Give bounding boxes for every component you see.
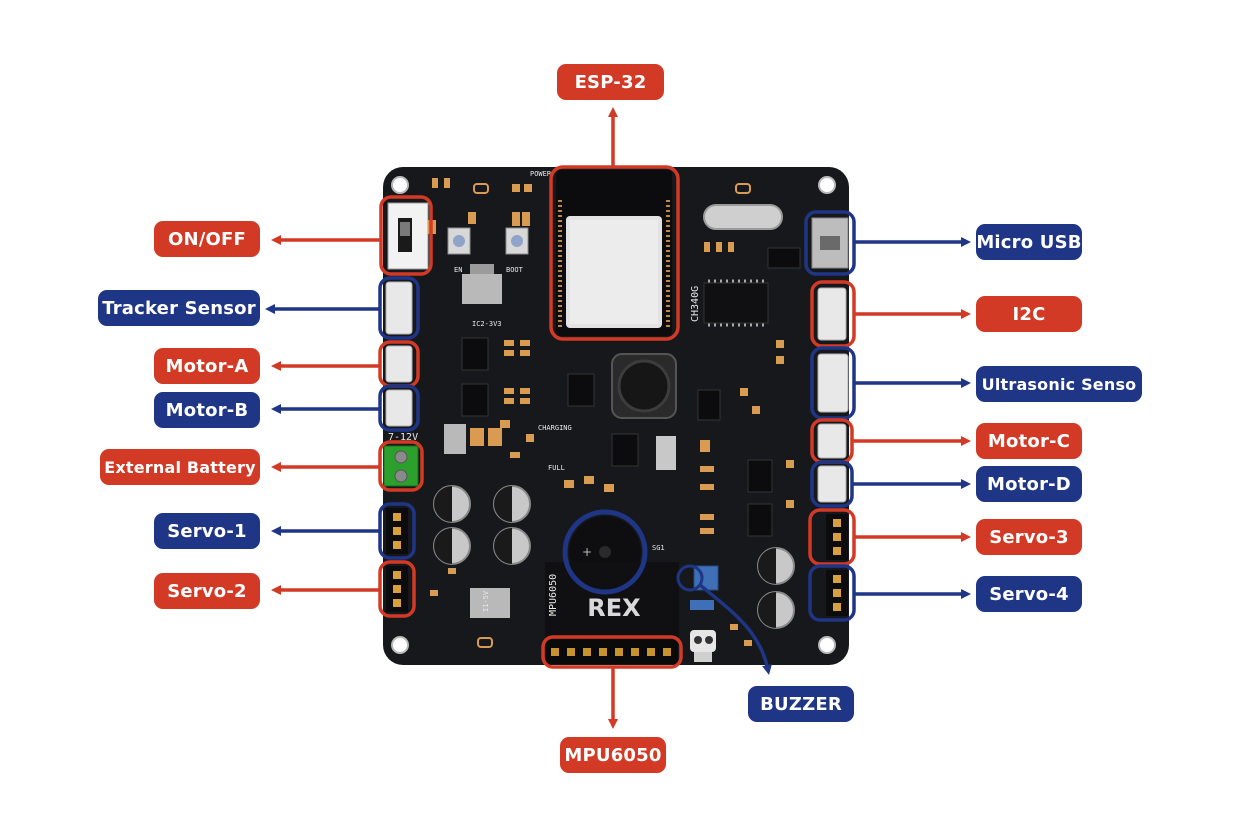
servo-4-header (826, 570, 848, 616)
servo-3-header (826, 514, 848, 560)
motor-c-label: Motor-C (976, 423, 1082, 459)
reg5v-label: I1-5V (482, 590, 490, 612)
servo-3-label: Servo-3 (976, 519, 1082, 555)
motor-d-label: Motor-D (976, 466, 1082, 502)
en-label: EN (454, 266, 462, 274)
micro-usb-port (820, 236, 840, 250)
tracker-connector (385, 281, 413, 335)
i2c-connector (817, 287, 847, 341)
on-off-label: ON/OFF (154, 221, 260, 257)
buzzer-label: BUZZER (748, 686, 854, 722)
robot-mascot-icon (690, 630, 716, 662)
mpu-pin-header (546, 640, 678, 664)
imu-label: MPU6050 (548, 574, 559, 616)
ultrasonic-connector (817, 353, 849, 413)
mount-hole (391, 176, 409, 194)
servo-1-header (386, 508, 408, 554)
buzzer-highlight (562, 509, 648, 595)
ic-chip (567, 373, 595, 407)
rex-logo: REX (587, 594, 641, 622)
ic-chip (767, 247, 801, 269)
battery-terminal (383, 445, 419, 487)
board-slot (735, 183, 751, 194)
motor-b-connector (385, 389, 413, 427)
capacitors (433, 485, 795, 629)
mount-hole (818, 636, 836, 654)
ic-chip (611, 433, 639, 467)
chip-label: CH340G (690, 286, 701, 322)
servo-2-header (386, 566, 408, 612)
sg1-label: SG1 (652, 544, 665, 552)
regulator-tab (470, 264, 494, 274)
mpu6050-module: REX MPU6050 (545, 562, 679, 646)
ic-chip (697, 389, 721, 421)
ic-chip (461, 337, 489, 371)
ultrasonic-label: Ultrasonic Senso (976, 366, 1142, 402)
regulator (444, 424, 466, 454)
power-switch (387, 202, 429, 270)
power-label: POWER (530, 170, 552, 178)
reg-label: IC2-3V3 (472, 320, 502, 328)
ic-chip (747, 459, 773, 493)
servo-1-label: Servo-1 (154, 513, 260, 549)
ic-chip (747, 503, 773, 537)
svg-text:+: + (582, 545, 592, 559)
esp32-label: ESP-32 (557, 64, 664, 100)
buzzer-arrow (698, 583, 772, 675)
regulator (462, 274, 502, 304)
en-button (447, 227, 471, 255)
boot-button (505, 227, 529, 255)
buzzer-small-highlight (676, 564, 704, 592)
voltage-label: 7-12V (388, 432, 418, 443)
motor-a-connector (385, 345, 413, 383)
esp32-module (556, 170, 672, 336)
inductor (611, 353, 677, 419)
ic-chip (461, 383, 489, 417)
crystal (703, 204, 783, 230)
motor-b-label: Motor-B (154, 392, 260, 428)
on-off-highlight (379, 195, 433, 276)
motor-d-connector (817, 465, 847, 503)
usb-serial-chip: CH340G (690, 279, 769, 327)
micro-usb-label: Micro USB (976, 224, 1082, 260)
regulator (470, 588, 510, 618)
tracker-sensor-label: Tracker Sensor (98, 290, 260, 326)
i2c-label: I2C (976, 296, 1082, 332)
mount-hole (818, 176, 836, 194)
smd-components (428, 178, 794, 646)
board-slot (473, 183, 489, 194)
charging-label: CHARGING (538, 424, 572, 432)
full-label: FULL (548, 464, 565, 472)
external-battery-label: External Battery (100, 449, 260, 485)
servo-4-label: Servo-4 (976, 576, 1082, 612)
boot-label: BOOT (506, 266, 524, 274)
servo-2-label: Servo-2 (154, 573, 260, 609)
mount-hole (391, 636, 409, 654)
motor-c-connector (817, 423, 847, 459)
mpu6050-label: MPU6050 (560, 737, 666, 773)
board-slot (477, 637, 493, 648)
motor-a-label: Motor-A (154, 348, 260, 384)
